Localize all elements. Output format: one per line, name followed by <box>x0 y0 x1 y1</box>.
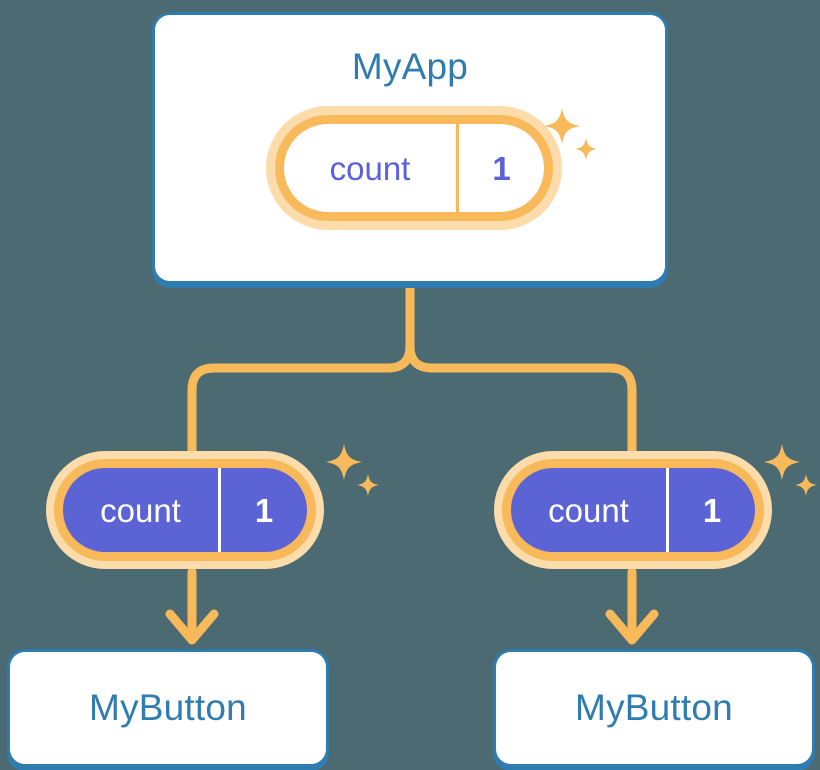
pill-divider <box>218 468 221 552</box>
state-pill-myapp[interactable]: count 1 <box>266 106 562 230</box>
state-value-label: 1 <box>254 491 274 529</box>
state-value-label: 1 <box>492 149 511 187</box>
component-label: MyButton <box>89 687 247 728</box>
pill-content: count 1 <box>63 468 307 552</box>
page-title: MyApp <box>351 46 469 87</box>
branch-right <box>405 341 637 461</box>
sparkles-icon <box>326 444 379 496</box>
arrow-down-icon-right <box>605 567 659 645</box>
component-label: MyButton <box>575 687 733 728</box>
state-key-label: count <box>329 149 411 187</box>
state-value-label: 1 <box>702 491 722 529</box>
component-card-mybutton-right[interactable]: MyButton <box>493 649 815 767</box>
arrow-head-left <box>165 609 219 645</box>
state-pill-mybutton-right[interactable]: count 1 <box>494 451 772 569</box>
branch-left <box>187 341 415 461</box>
state-key-label: count <box>100 491 181 529</box>
sparkle-small <box>795 474 817 496</box>
tree-branch-connector <box>187 281 637 461</box>
state-pill-mybutton-left[interactable]: count 1 <box>46 451 324 569</box>
arrow-down-icon-left <box>165 567 219 645</box>
sparkle-small <box>357 474 379 496</box>
pill-divider <box>456 124 459 212</box>
pill-content: count 1 <box>511 468 755 552</box>
pill-divider <box>666 468 669 552</box>
state-key-label: count <box>548 491 629 529</box>
sparkle-large <box>326 444 362 480</box>
arrow-head-right <box>605 609 659 645</box>
pill-content: count 1 <box>284 124 544 212</box>
component-card-mybutton-left[interactable]: MyButton <box>7 649 329 767</box>
